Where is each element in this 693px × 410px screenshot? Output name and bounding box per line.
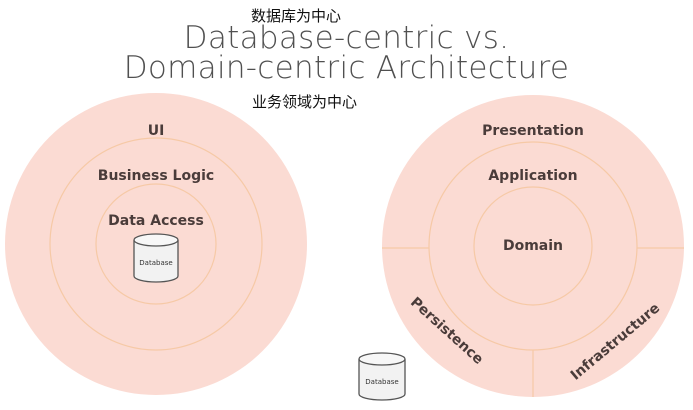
external-database-label: Database [365,378,398,386]
application-label: Application [488,168,577,184]
database-cylinder-icon: Database [133,233,179,283]
database-centric-diagram: UI Business Logic Data Access Database [5,93,307,395]
annotation-domain-centric: 业务领域为中心 [252,93,358,111]
external-database-icon: Database [358,352,406,401]
domain-label: Domain [503,238,563,254]
data-access-label: Data Access [108,213,204,229]
page-title-line1: Database-centric vs. [183,20,510,56]
domain-centric-diagram: Presentation Application Domain Persiste… [382,95,684,397]
database-label: Database [139,259,172,267]
page-title-line2: Domain-centric Architecture [123,50,570,86]
domain-core-ring [473,186,593,306]
presentation-label: Presentation [482,123,584,139]
annotation-database-centric: 数据库为中心 [251,7,342,25]
business-logic-label: Business Logic [98,168,214,184]
ui-label: UI [148,123,165,139]
